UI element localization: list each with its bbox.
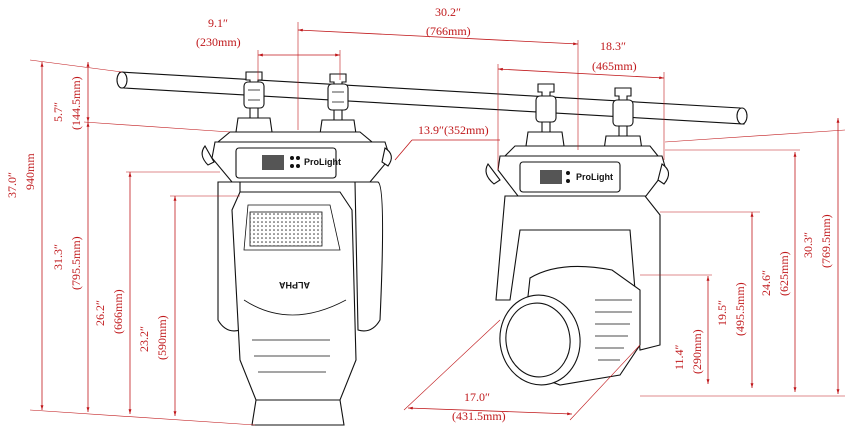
side-display-screen: [540, 170, 562, 184]
front-display-screen: [262, 155, 284, 170]
dim-front-height-2-mm: (666mm): [111, 289, 125, 334]
dim-front-height-3-inch: 23.2″: [137, 326, 151, 352]
dim-clamp-spacing-inch: 9.1″: [208, 16, 228, 30]
dim-side-height-2-mm: (625mm): [777, 251, 791, 296]
dim-side-height-3-mm: (495.5mm): [733, 282, 747, 336]
side-view-fixture: ProLight: [485, 83, 670, 386]
dim-total-height-mm: 940mm: [23, 153, 37, 190]
dim-overall-span-inch: 30.2″: [435, 5, 461, 19]
dim-front-height-2-inch: 26.2″: [93, 300, 107, 326]
dim-clamp-height-inch: 5.7″: [51, 102, 65, 122]
dim-front-height-1-inch: 31.3″: [51, 244, 65, 270]
dim-total-height-inch: 37.0″: [5, 172, 19, 198]
dim-side-height-2-inch: 24.6″: [759, 270, 773, 296]
dim-overall-span-mm: (766mm): [426, 24, 471, 38]
truss-pipe: [116, 71, 748, 125]
dim-lens-height-mm: (290mm): [690, 329, 704, 374]
dim-front-height-3-mm: (590mm): [155, 315, 169, 360]
front-base-logo: ProLight: [304, 157, 341, 167]
dim-side-height-1-mm: (769.5mm): [819, 214, 833, 268]
front-view-fixture: ProLight ALPHA: [201, 71, 392, 426]
dim-side-width-inch: 18.3″: [600, 39, 626, 53]
front-grille: [249, 211, 323, 247]
side-base-logo: ProLight: [576, 172, 613, 182]
dim-side-width-mm: (465mm): [592, 59, 637, 73]
dim-clamp-height-mm: (144.5mm): [69, 76, 83, 130]
dim-head-depth-mm: (431.5mm): [452, 409, 506, 423]
dimension-lines: [29, 22, 846, 426]
side-clamp-right: [603, 87, 643, 151]
dim-side-height-1-inch: 30.3″: [801, 232, 815, 258]
side-lens-inner: [505, 302, 571, 378]
front-head-logo: ALPHA: [279, 280, 310, 290]
dim-front-height-1-mm: (795.5mm): [69, 236, 83, 290]
dim-base-width: 13.9″(352mm): [418, 123, 489, 137]
dim-side-height-3-inch: 19.5″: [715, 300, 729, 326]
front-clamp-right: [319, 73, 357, 135]
dim-clamp-spacing-mm: (230mm): [196, 35, 241, 49]
dim-lens-height-inch: 11.4″: [672, 344, 686, 370]
dimension-labels: 9.1″ (230mm) 30.2″ (766mm) 18.3″ (465mm)…: [5, 5, 833, 423]
dim-head-depth-inch: 17.0″: [464, 390, 490, 404]
side-clamp-left: [525, 83, 565, 147]
front-clamp-left: [235, 71, 273, 133]
